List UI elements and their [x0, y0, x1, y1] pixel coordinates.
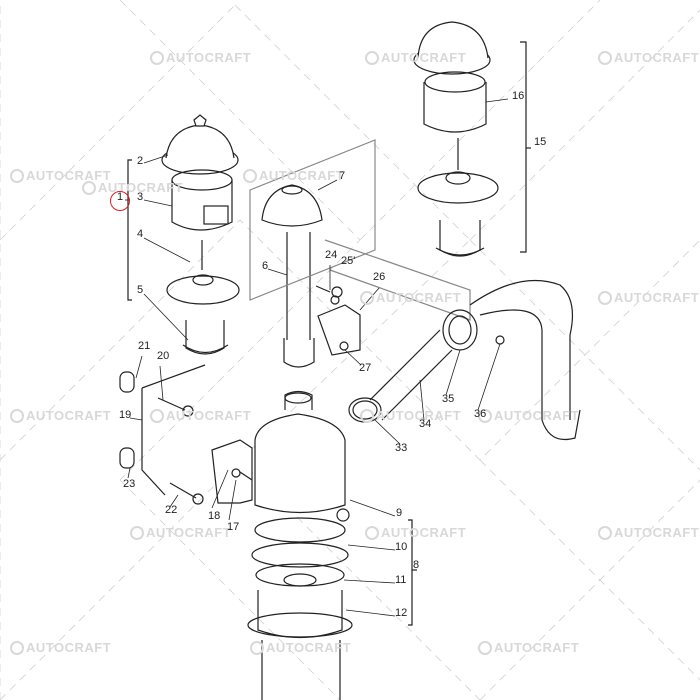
watermark-ring-icon — [82, 180, 96, 195]
watermark-text: AUTOCRAFT — [26, 408, 112, 423]
part-label-5[interactable]: 5 — [137, 284, 144, 296]
watermark-logo: AUTOCRAFT — [598, 525, 699, 540]
part-label-27[interactable]: 27 — [359, 362, 372, 374]
part-label-10[interactable]: 10 — [395, 541, 408, 553]
part-label-21[interactable]: 21 — [138, 340, 151, 352]
watermark-text: AUTOCRAFT — [166, 50, 252, 65]
watermark-ring-icon — [10, 640, 24, 655]
watermark-logo: AUTOCRAFT — [365, 50, 466, 65]
watermark-ring-icon — [150, 50, 164, 65]
watermark-ring-icon — [10, 168, 24, 183]
part-label-34[interactable]: 34 — [419, 418, 432, 430]
part-label-11[interactable]: 11 — [395, 574, 407, 586]
watermark-ring-icon — [360, 408, 374, 423]
part-label-36[interactable]: 36 — [474, 408, 487, 420]
part-label-25[interactable]: 25' — [341, 255, 356, 267]
part-label-6[interactable]: 6 — [262, 260, 269, 272]
watermark-text: AUTOCRAFT — [614, 290, 700, 305]
watermark-ring-icon — [243, 168, 257, 183]
part-label-24[interactable]: 24 — [325, 249, 338, 261]
part-outlines — [119, 21, 581, 700]
watermark-text: AUTOCRAFT — [376, 290, 462, 305]
part-label-18[interactable]: 18 — [208, 510, 221, 522]
watermark-ring-icon — [598, 50, 612, 65]
watermark-text: AUTOCRAFT — [166, 408, 252, 423]
watermark-logo: AUTOCRAFT — [360, 290, 461, 305]
watermark-ring-icon — [250, 640, 264, 655]
watermark-ring-icon — [150, 408, 164, 423]
watermark-text: AUTOCRAFT — [26, 640, 112, 655]
watermark-logo: AUTOCRAFT — [10, 168, 111, 183]
part-label-17[interactable]: 17 — [227, 521, 240, 533]
watermark-ring-icon — [598, 525, 612, 540]
watermark-logo: AUTOCRAFT — [150, 50, 251, 65]
watermark-logo: AUTOCRAFT — [598, 290, 699, 305]
watermark-text: AUTOCRAFT — [381, 50, 467, 65]
watermark-text: AUTOCRAFT — [614, 525, 700, 540]
watermark-text: AUTOCRAFT — [376, 408, 462, 423]
watermark-text: AUTOCRAFT — [146, 525, 232, 540]
watermark-logo: AUTOCRAFT — [10, 640, 111, 655]
watermark-ring-icon — [130, 525, 144, 540]
part-label-35[interactable]: 35 — [442, 393, 455, 405]
highlight-circle-part-1 — [110, 191, 130, 211]
watermark-ring-icon — [478, 640, 492, 655]
watermark-text: AUTOCRAFT — [494, 408, 580, 423]
part-label-23[interactable]: 23 — [123, 478, 136, 490]
watermark-ring-icon — [365, 50, 379, 65]
part-label-26[interactable]: 26 — [373, 271, 386, 283]
watermark-logo: AUTOCRAFT — [243, 168, 344, 183]
watermark-logo: AUTOCRAFT — [10, 408, 111, 423]
watermark-logo: AUTOCRAFT — [478, 640, 579, 655]
watermark-text: AUTOCRAFT — [26, 168, 112, 183]
part-label-3[interactable]: 3 — [137, 191, 144, 203]
watermark-text: AUTOCRAFT — [259, 168, 345, 183]
watermark-logo: AUTOCRAFT — [130, 525, 231, 540]
watermark-text: AUTOCRAFT — [381, 525, 467, 540]
part-label-9[interactable]: 9 — [396, 507, 403, 519]
part-label-15[interactable]: 15 — [534, 136, 547, 148]
part-label-20[interactable]: 20 — [157, 350, 170, 362]
part-label-8[interactable]: 8 — [413, 559, 420, 571]
watermark-ring-icon — [10, 408, 24, 423]
watermark-logo: AUTOCRAFT — [82, 180, 183, 195]
watermark-ring-icon — [360, 290, 374, 305]
part-label-4[interactable]: 4 — [137, 228, 144, 240]
part-label-33[interactable]: 33 — [395, 442, 408, 454]
watermark-ring-icon — [478, 408, 492, 423]
watermark-logo: AUTOCRAFT — [150, 408, 251, 423]
part-label-22[interactable]: 22 — [165, 504, 178, 516]
part-label-19[interactable]: 19 — [119, 409, 132, 421]
watermark-logo: AUTOCRAFT — [598, 50, 699, 65]
watermark-text: AUTOCRAFT — [494, 640, 580, 655]
watermark-ring-icon — [365, 525, 379, 540]
part-label-12[interactable]: 12 — [395, 607, 408, 619]
part-label-2[interactable]: 2 — [137, 155, 144, 167]
watermark-logo: AUTOCRAFT — [360, 408, 461, 423]
watermark-logo: AUTOCRAFT — [365, 525, 466, 540]
watermark-logo: AUTOCRAFT — [250, 640, 351, 655]
watermark-ring-icon — [598, 290, 612, 305]
watermark-logo: AUTOCRAFT — [478, 408, 579, 423]
part-label-7[interactable]: 7 — [339, 170, 346, 182]
watermark-text: AUTOCRAFT — [614, 50, 700, 65]
watermark-text: AUTOCRAFT — [266, 640, 352, 655]
part-label-16[interactable]: 16 — [512, 90, 525, 102]
